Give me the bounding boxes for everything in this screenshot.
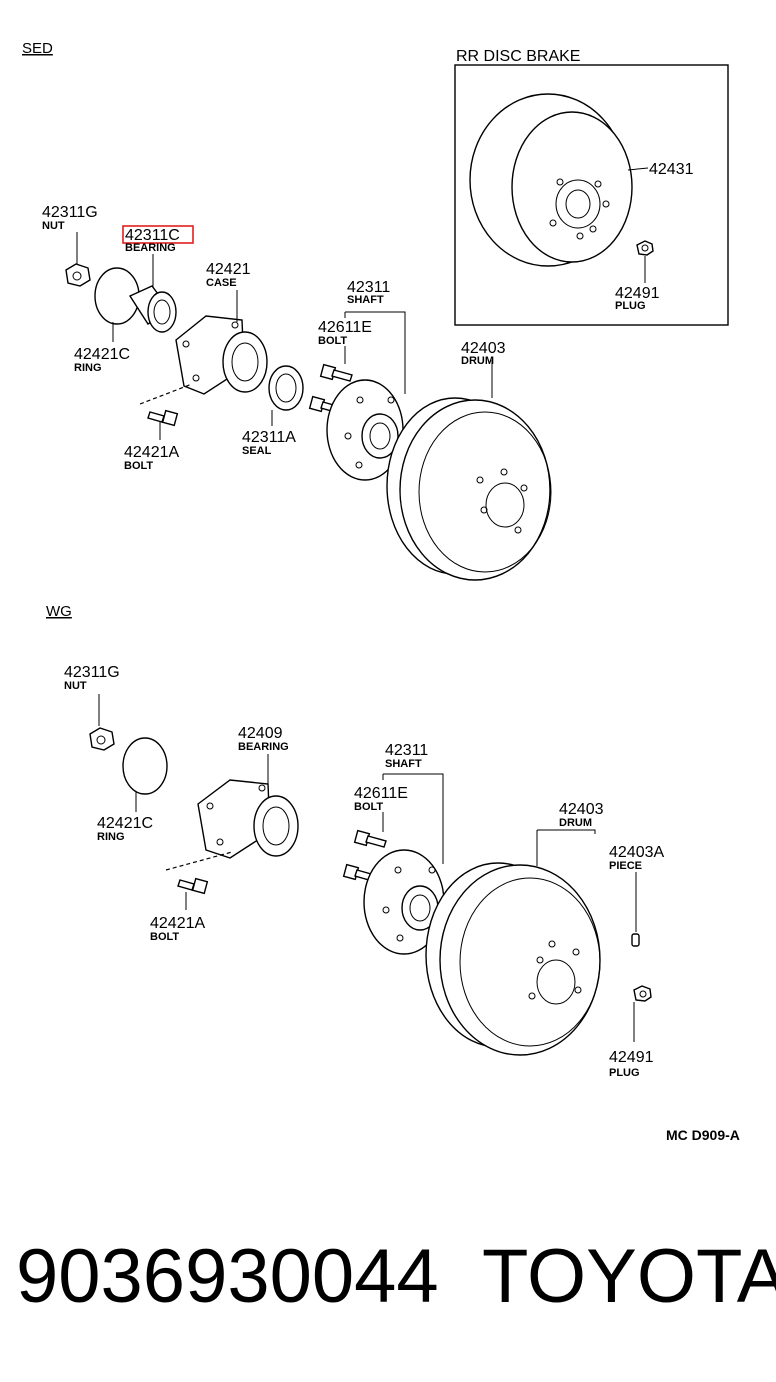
sed-bolt-e-name: BOLT bbox=[318, 335, 347, 347]
sed-drum bbox=[386, 397, 552, 581]
disc-brake-box: RR DISC BRAKE 42431 42491 PLUG bbox=[454, 48, 729, 326]
sed-seal-number: 42311A bbox=[242, 429, 296, 446]
wg-plug bbox=[633, 985, 652, 1002]
sed-case-number: 42421 bbox=[206, 261, 251, 278]
wg-piece-number: 42403A bbox=[609, 844, 664, 861]
wg-piece-name: PIECE bbox=[609, 860, 642, 872]
sed-bolt-a-number: 42421A bbox=[124, 444, 179, 461]
wg-bolt-e-name: BOLT bbox=[354, 801, 383, 813]
diagram-code: MC D909-A bbox=[666, 1127, 740, 1143]
sed-hub-bolt-upper bbox=[319, 363, 353, 382]
wg-nut-name: NUT bbox=[64, 680, 87, 692]
disc-brake-heading: RR DISC BRAKE bbox=[456, 48, 580, 65]
wg-bolt-e-number: 42611E bbox=[354, 785, 408, 802]
wg-ring-number: 42421C bbox=[97, 815, 153, 832]
wg-piece bbox=[631, 933, 640, 947]
disc-plug-number: 42491 bbox=[615, 285, 660, 302]
sed-ring-name: RING bbox=[74, 362, 102, 374]
wg-bolt-a-name: BOLT bbox=[150, 931, 179, 943]
wg-bearing bbox=[197, 779, 299, 859]
sed-nut-name: NUT bbox=[42, 220, 65, 232]
sed-shaft-number: 42311 bbox=[347, 279, 390, 296]
wg-drum-name: DRUM bbox=[559, 817, 592, 829]
sed-ring-number: 42421C bbox=[74, 346, 130, 363]
wg-bearing-number: 42409 bbox=[238, 725, 283, 742]
wg-nut bbox=[89, 727, 115, 751]
sed-bearing-name: BEARING bbox=[125, 242, 176, 254]
sed-case-name: CASE bbox=[206, 277, 237, 289]
sed-nut-number: 42311G bbox=[42, 204, 98, 221]
wg-hub-bolt-upper bbox=[353, 829, 387, 848]
wg-shaft-name: SHAFT bbox=[385, 758, 422, 770]
sed-drum-name: DRUM bbox=[461, 355, 494, 367]
sed-bearing-number: 42311C bbox=[125, 227, 180, 244]
disc-rotor bbox=[469, 93, 633, 267]
sed-shaft-name: SHAFT bbox=[347, 294, 384, 306]
wg-bolt-a-number: 42421A bbox=[150, 915, 205, 932]
caption-brand: TOYOTA bbox=[482, 1234, 776, 1319]
wg-ring-name: RING bbox=[97, 831, 125, 843]
sed-seal-name: SEAL bbox=[242, 445, 272, 457]
sed-case bbox=[175, 315, 268, 395]
sed-nut bbox=[65, 263, 91, 287]
wg-shaft-number: 42311 bbox=[385, 742, 428, 759]
sed-bolt-a bbox=[147, 409, 179, 427]
wg-heading: WG bbox=[46, 603, 72, 620]
sed-bearing bbox=[128, 285, 177, 333]
sed-seal bbox=[268, 365, 304, 411]
disc-part-number: 42431 bbox=[649, 161, 694, 178]
wg-hub-bolt-lower bbox=[342, 863, 372, 881]
wg-bearing-name: BEARING bbox=[238, 741, 289, 753]
wg-shaft-flange bbox=[363, 849, 445, 955]
sed-drum-number: 42403 bbox=[461, 340, 506, 357]
caption-part-number: 9036930044 bbox=[16, 1234, 439, 1319]
wg-drum-number: 42403 bbox=[559, 801, 604, 818]
sed-heading: SED bbox=[22, 40, 53, 57]
wg-drum bbox=[425, 862, 601, 1056]
wg-ring bbox=[122, 737, 168, 795]
wg-nut-number: 42311G bbox=[64, 664, 120, 681]
sed-bearing-highlight bbox=[122, 225, 194, 244]
sed-bolt-e-number: 42611E bbox=[318, 319, 372, 336]
disc-plug-name: PLUG bbox=[615, 300, 646, 312]
wg-bolt-a bbox=[177, 877, 209, 895]
disc-plug bbox=[636, 240, 654, 256]
wg-plug-number: 42491 bbox=[609, 1049, 654, 1066]
sed-bolt-a-name: BOLT bbox=[124, 460, 153, 472]
wg-plug-name: PLUG bbox=[609, 1067, 640, 1079]
